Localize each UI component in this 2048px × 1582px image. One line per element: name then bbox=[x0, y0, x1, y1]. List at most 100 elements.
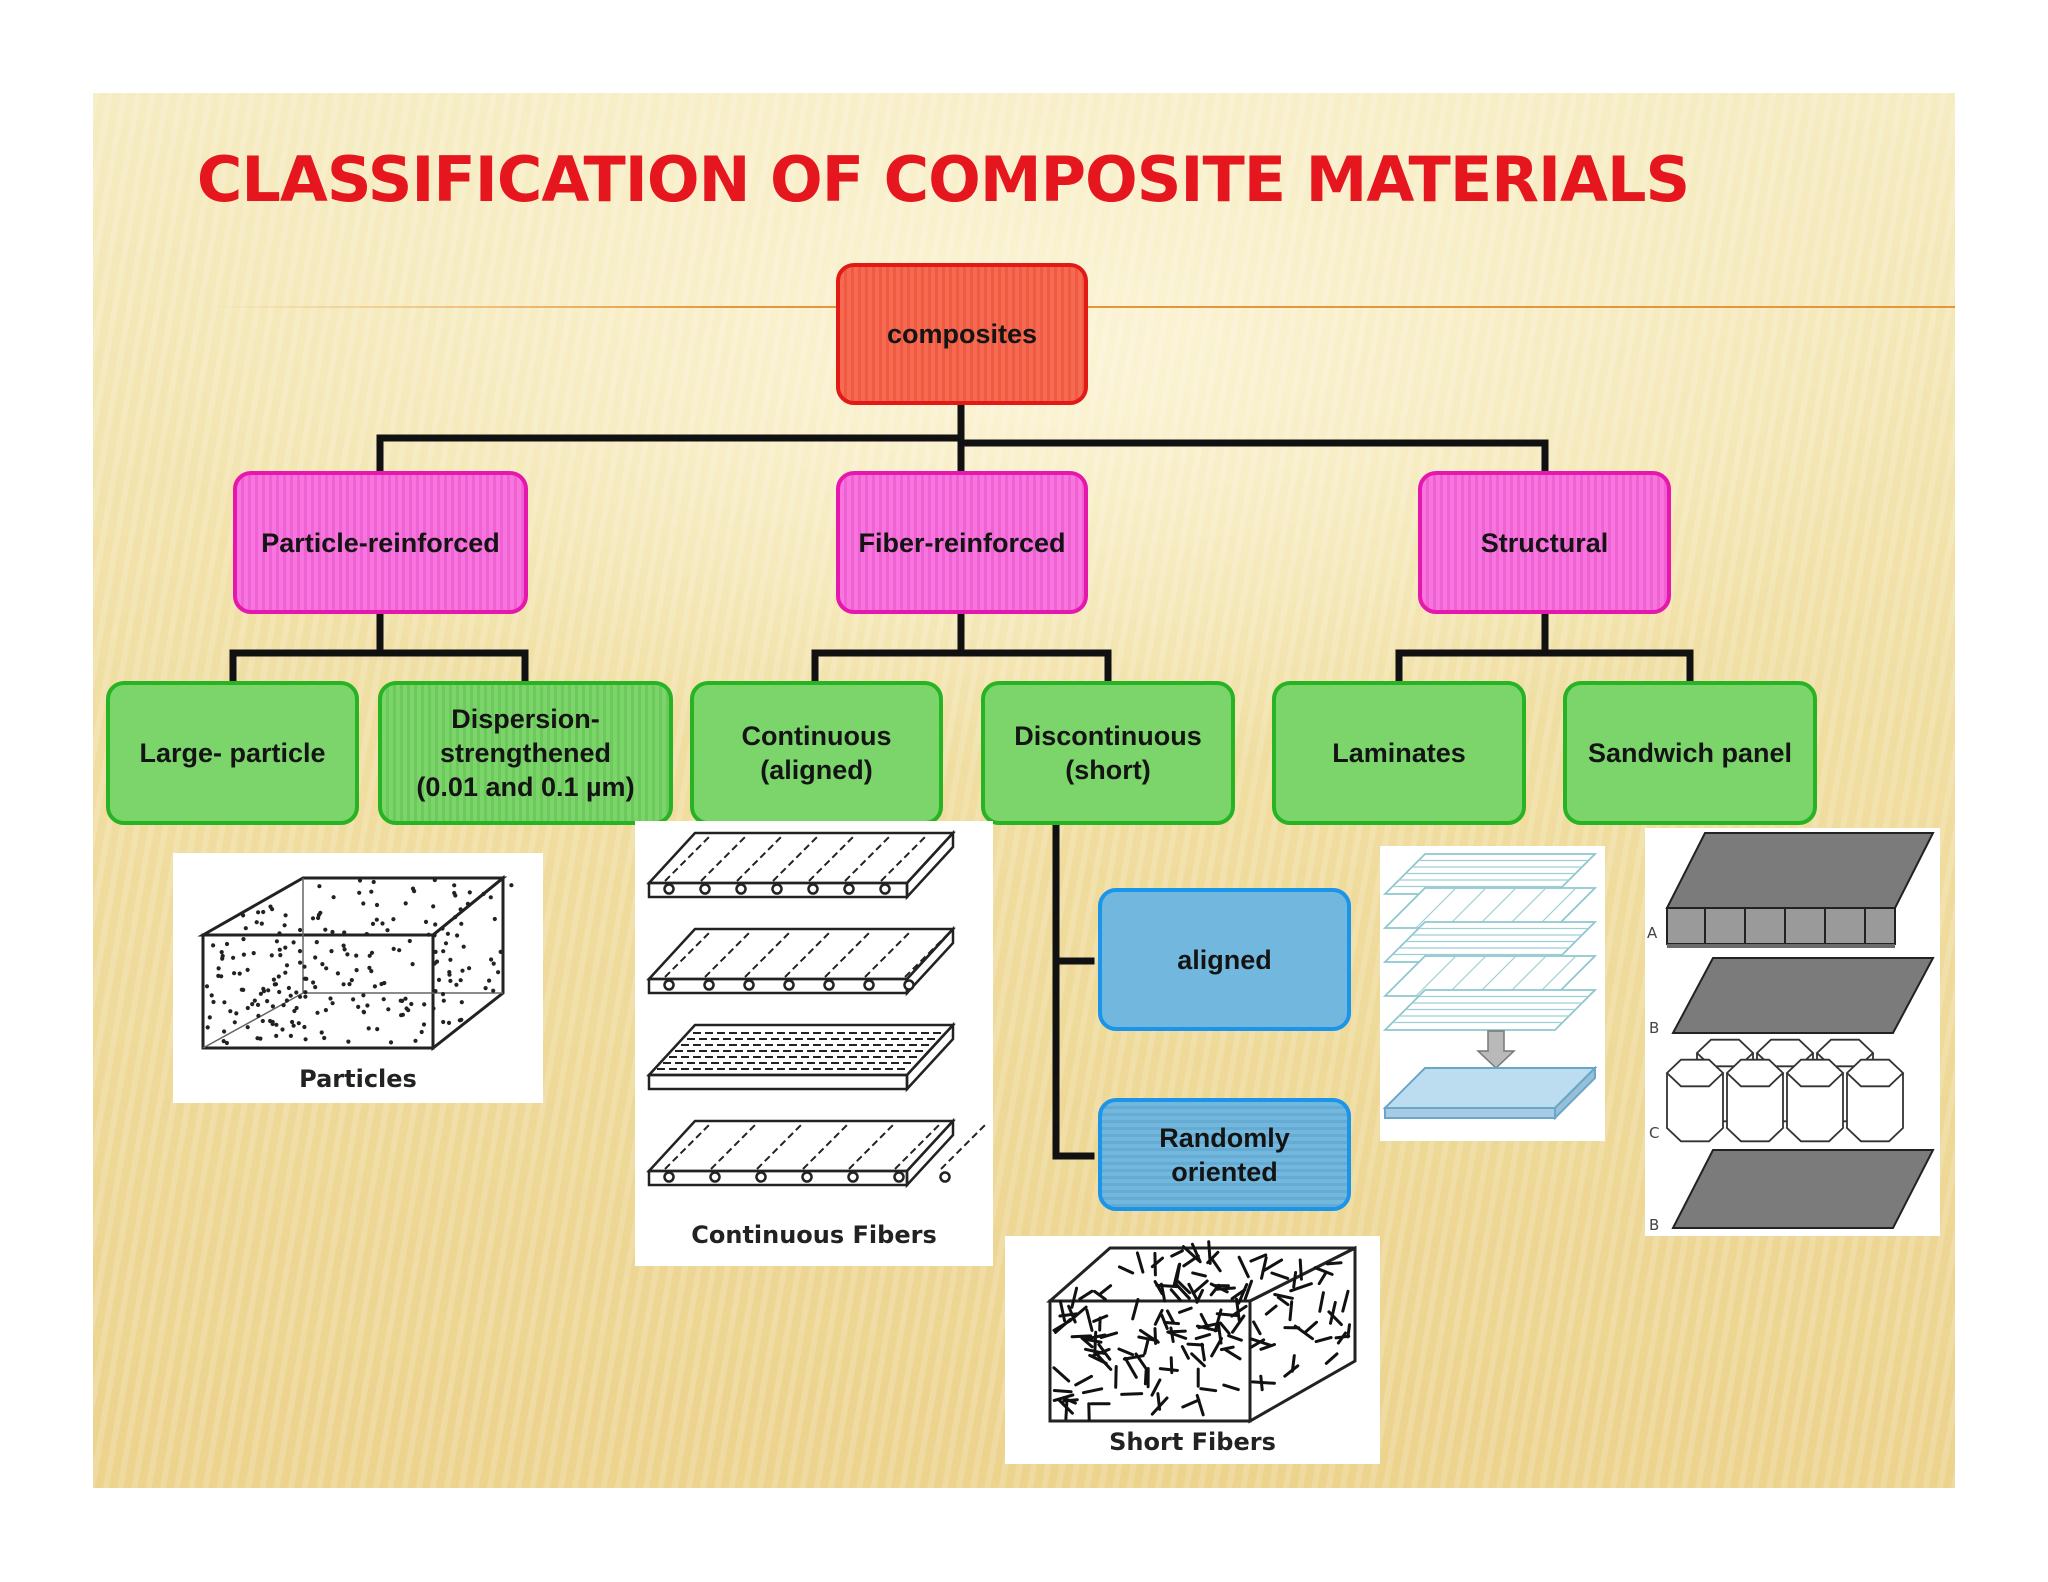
short-fiber bbox=[1327, 1310, 1343, 1327]
particle-dot bbox=[252, 998, 257, 1003]
particle-dot bbox=[465, 901, 470, 906]
short-fiber bbox=[1153, 1280, 1164, 1296]
particle-dot bbox=[273, 982, 279, 987]
short-fiber bbox=[1325, 1261, 1343, 1266]
particle-dot bbox=[433, 949, 438, 954]
particle-dot bbox=[369, 889, 374, 894]
short-fiber bbox=[1172, 1263, 1181, 1288]
short-fiber bbox=[1093, 1289, 1107, 1301]
particle-dot bbox=[374, 917, 379, 922]
particle-dot bbox=[407, 938, 412, 944]
short-fiber bbox=[1219, 1321, 1231, 1336]
particle-dot bbox=[436, 977, 442, 982]
particle-dot bbox=[265, 999, 270, 1004]
short-fiber bbox=[1276, 1295, 1290, 1307]
short-fiber bbox=[1231, 1314, 1246, 1334]
short-fiber bbox=[1264, 1304, 1278, 1316]
sandwich-panel-illustration: A B C B bbox=[1647, 832, 1935, 1234]
particle-dot bbox=[231, 955, 236, 960]
short-fiber bbox=[1114, 1365, 1118, 1389]
short-fiber bbox=[1176, 1280, 1192, 1295]
particle-dot bbox=[296, 1021, 301, 1026]
particle-dot bbox=[207, 1015, 212, 1020]
particle-dot bbox=[266, 988, 271, 993]
short-fiber bbox=[1209, 1256, 1222, 1273]
short-fiber bbox=[1194, 1333, 1212, 1341]
particle-dot bbox=[488, 895, 493, 900]
particle-dot bbox=[318, 910, 323, 915]
short-fiber bbox=[1117, 1347, 1135, 1357]
continuous-aligned-node: Continuous (aligned) bbox=[690, 681, 943, 825]
fiber-slab bbox=[646, 1021, 956, 1093]
short-fiber bbox=[1230, 1288, 1247, 1301]
structural-node: Structural bbox=[1418, 471, 1671, 614]
particle-dot bbox=[255, 1036, 260, 1041]
particle-dot bbox=[270, 1021, 275, 1027]
short-fiber bbox=[1180, 1345, 1190, 1360]
short-fiber bbox=[1058, 1312, 1079, 1318]
particle-dot bbox=[221, 1039, 226, 1044]
particle-dot bbox=[323, 927, 328, 932]
short-fiber bbox=[1181, 1398, 1201, 1409]
particle-dot bbox=[366, 1026, 371, 1031]
particle-dot bbox=[496, 970, 501, 975]
particle-dot bbox=[357, 878, 363, 883]
short-fiber bbox=[1298, 1258, 1303, 1281]
short-fiber bbox=[1166, 1309, 1176, 1325]
short-fibers-caption: Short Fibers bbox=[1109, 1428, 1276, 1456]
layer-label-c: C bbox=[1649, 1124, 1659, 1142]
particle-dot bbox=[440, 926, 445, 931]
particle-dot bbox=[234, 1011, 239, 1016]
particle-dot bbox=[354, 953, 359, 958]
honeycomb-cell bbox=[1725, 1058, 1785, 1143]
continuous-fibers-caption: Continuous Fibers bbox=[691, 1221, 937, 1249]
laminate-layer bbox=[1382, 853, 1598, 895]
particle-box-illustration bbox=[197, 874, 514, 1052]
particle-dot bbox=[370, 921, 376, 926]
particle-dot bbox=[303, 990, 308, 995]
particle-dot bbox=[329, 949, 334, 954]
particle-dot bbox=[216, 966, 221, 971]
particle-dot bbox=[209, 993, 214, 998]
short-fiber bbox=[1197, 1321, 1222, 1330]
short-fiber bbox=[1074, 1374, 1093, 1387]
particle-dot bbox=[347, 982, 352, 987]
particle-dot bbox=[224, 941, 230, 947]
particle-dot bbox=[399, 1013, 404, 1018]
particle-dot bbox=[313, 955, 318, 960]
particle-dot bbox=[270, 907, 275, 912]
short-fiber bbox=[1249, 1338, 1266, 1349]
laminates-node: Laminates bbox=[1272, 681, 1526, 825]
particle-dot bbox=[298, 927, 303, 933]
particle-dot bbox=[282, 923, 287, 928]
particle-dot bbox=[311, 980, 316, 985]
particle-dot bbox=[481, 891, 486, 896]
fiber-slab bbox=[646, 925, 956, 997]
particle-dot bbox=[290, 1019, 295, 1025]
particle-dot bbox=[277, 989, 282, 995]
layer-label-a: A bbox=[1647, 924, 1658, 942]
short-fiber bbox=[1243, 1279, 1253, 1301]
particle-dot bbox=[491, 988, 496, 993]
short-fiber bbox=[1134, 1352, 1147, 1370]
short-fiber bbox=[1237, 1255, 1250, 1279]
short-fiber bbox=[1200, 1342, 1206, 1362]
particle-dot bbox=[413, 1038, 418, 1043]
particle-reinforced-node: Particle-reinforced bbox=[233, 471, 528, 614]
particle-dot bbox=[261, 909, 266, 915]
short-fiber bbox=[1081, 1387, 1104, 1395]
particle-dot bbox=[406, 1008, 411, 1013]
particle-dot bbox=[211, 999, 216, 1005]
short-fiber bbox=[1062, 1398, 1079, 1403]
particle-dot bbox=[426, 932, 431, 937]
particle-dot bbox=[371, 879, 376, 885]
particle-dot bbox=[441, 949, 446, 954]
particle-dot bbox=[380, 921, 385, 926]
short-fiber bbox=[1336, 1331, 1347, 1345]
short-fiber bbox=[1324, 1352, 1339, 1365]
fiber-reinforced-node: Fiber-reinforced bbox=[836, 471, 1088, 614]
particle-dot bbox=[241, 952, 246, 957]
short-fiber bbox=[1187, 1282, 1200, 1303]
particle-dot bbox=[292, 1008, 297, 1014]
fiber-slab bbox=[646, 829, 956, 901]
